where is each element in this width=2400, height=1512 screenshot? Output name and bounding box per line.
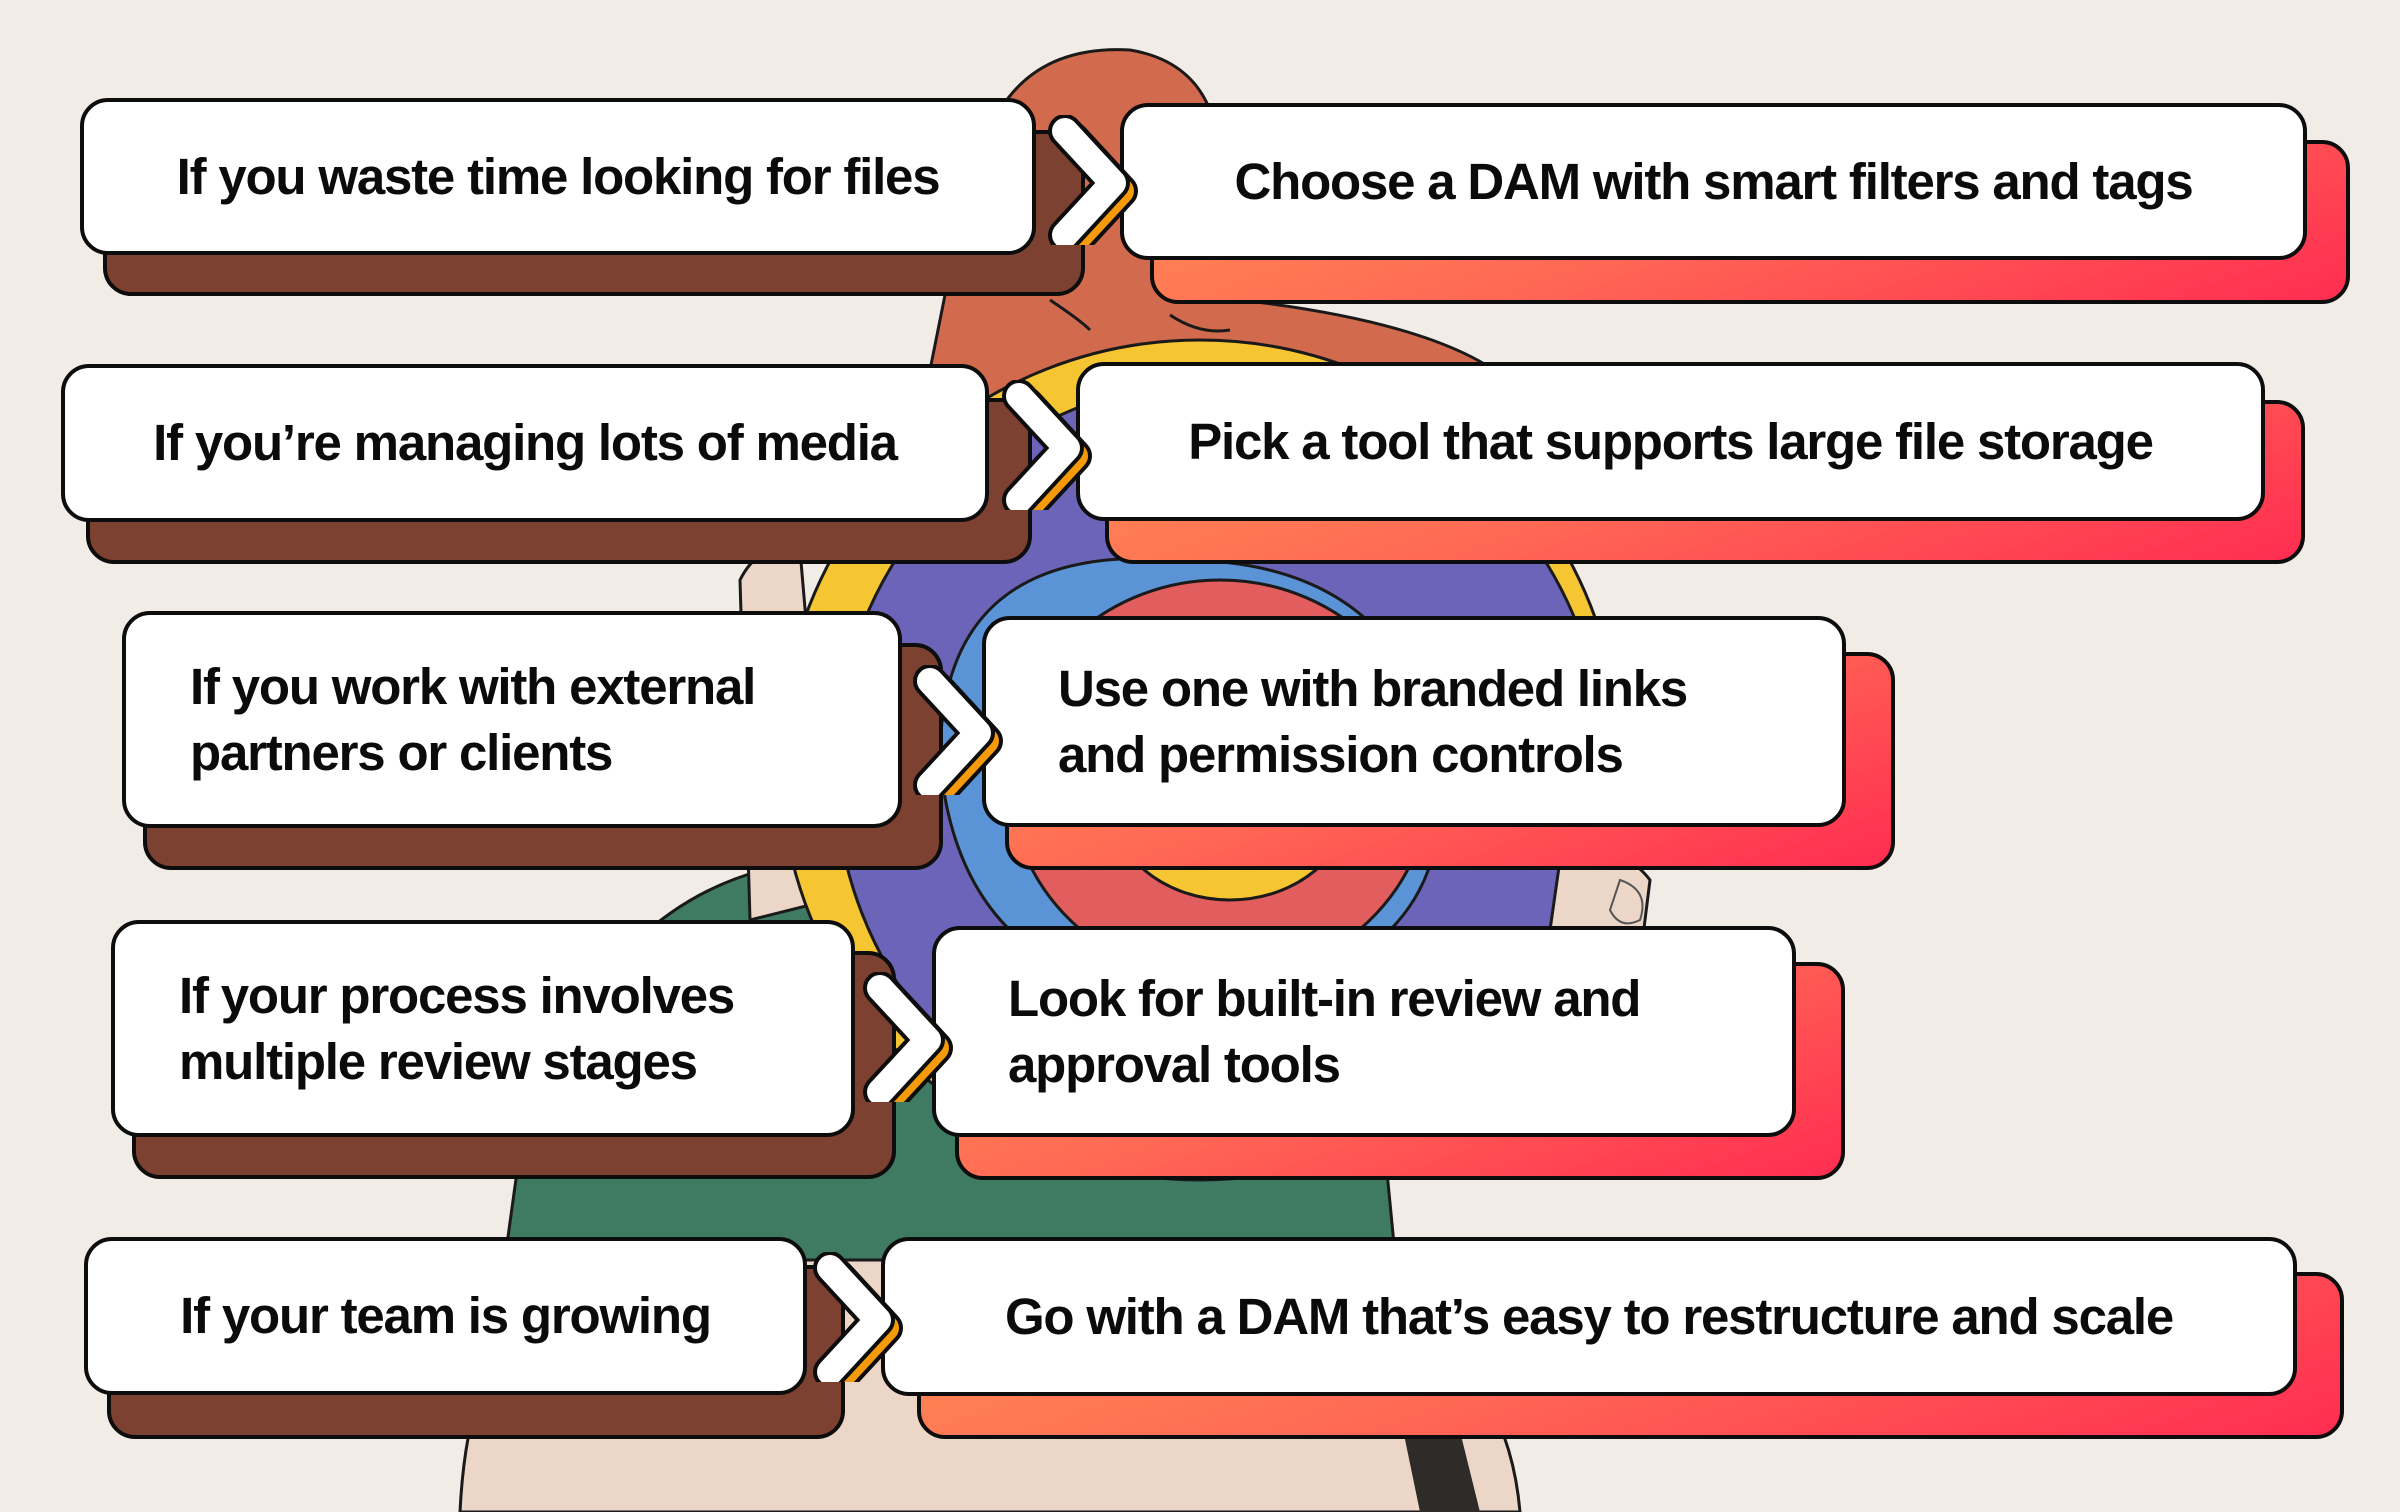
condition-card: If your team is growing bbox=[84, 1237, 807, 1395]
action-text: Pick a tool that supports large file sto… bbox=[1188, 412, 2154, 470]
chevron-right-icon bbox=[1002, 380, 1092, 510]
action-card: Pick a tool that supports large file sto… bbox=[1076, 362, 2265, 521]
action-text: Choose a DAM with smart filters and tags bbox=[1234, 152, 2193, 210]
condition-text: If you’re managing lots of media bbox=[153, 414, 898, 471]
condition-card: If you waste time looking for files bbox=[80, 98, 1036, 255]
condition-card: If your process involves multiple review… bbox=[111, 920, 855, 1137]
action-card: Look for built-in review and approval to… bbox=[932, 926, 1796, 1137]
action-card: Choose a DAM with smart filters and tags bbox=[1120, 103, 2307, 260]
chevron-right-icon bbox=[913, 665, 1003, 795]
chevron-right-icon bbox=[813, 1252, 903, 1382]
action-card: Go with a DAM that’s easy to restructure… bbox=[881, 1237, 2297, 1396]
condition-text: If your team is growing bbox=[180, 1287, 712, 1344]
action-text: Use one with branded links and permissio… bbox=[1058, 659, 1688, 783]
action-card: Use one with branded links and permissio… bbox=[982, 616, 1846, 827]
condition-text: If your process involves multiple review… bbox=[179, 966, 735, 1090]
chevron-right-icon bbox=[1048, 115, 1138, 245]
condition-card: If you work with external partners or cl… bbox=[122, 611, 902, 828]
action-text: Look for built-in review and approval to… bbox=[1008, 969, 1641, 1093]
condition-card: If you’re managing lots of media bbox=[61, 364, 989, 522]
action-text: Go with a DAM that’s easy to restructure… bbox=[1004, 1287, 2174, 1345]
condition-text: If you waste time looking for files bbox=[176, 147, 941, 205]
condition-text: If you work with external partners or cl… bbox=[190, 657, 756, 781]
chevron-right-icon bbox=[863, 972, 953, 1102]
